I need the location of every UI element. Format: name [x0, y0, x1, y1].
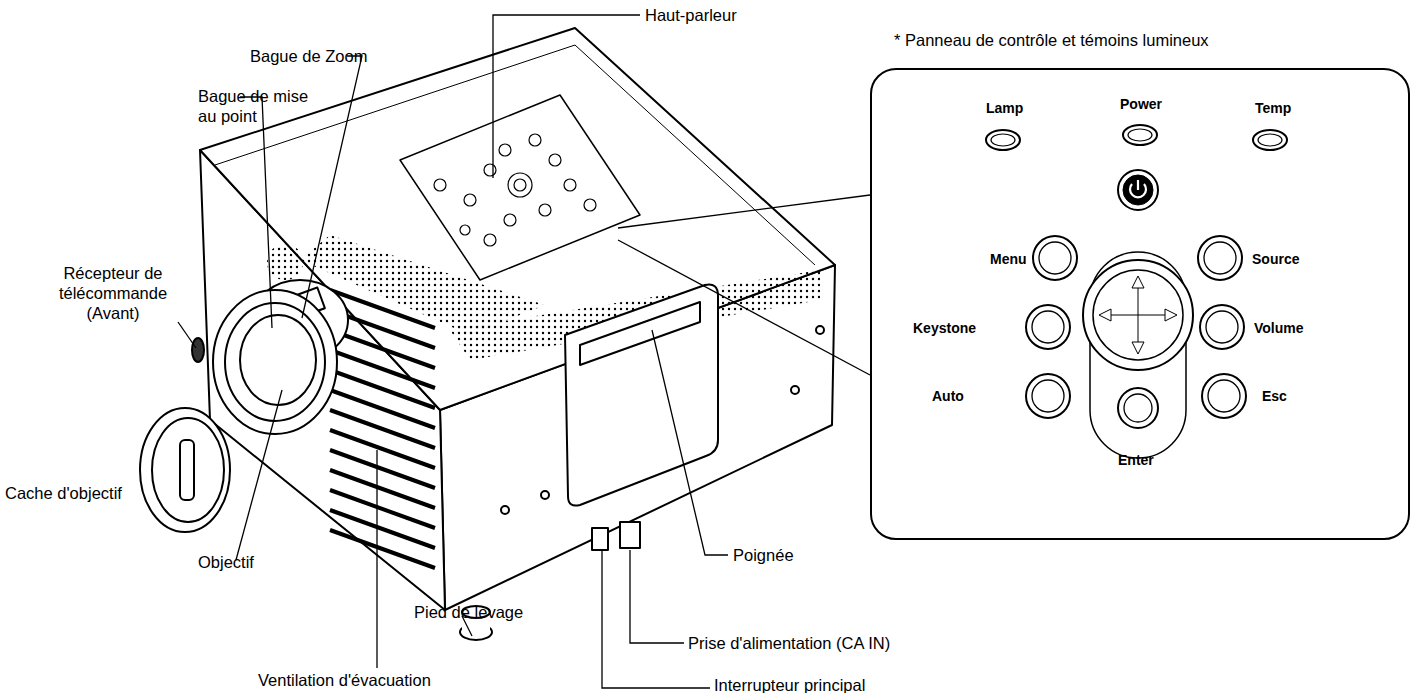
part-label: Interrupteur principal [714, 675, 865, 693]
part-label: Haut-parleur [645, 5, 737, 25]
lens-glass [240, 315, 316, 405]
button-label: Temp [1255, 100, 1291, 116]
button-label: Enter [1118, 452, 1154, 468]
leader-lines [178, 15, 870, 688]
part-label: Bague de mise au point [198, 86, 310, 126]
part-label: Bague de Zoom [250, 46, 367, 66]
part-label: Récepteur de télécommande (Avant) [48, 263, 178, 323]
lens-cap [140, 408, 230, 532]
control-panel-box: * Panneau de contrôle et témoins lumineu… [870, 68, 1410, 540]
main-switch [592, 528, 608, 550]
speaker [267, 244, 303, 280]
part-label: Cache d'objectif [5, 483, 122, 503]
top-panel [400, 95, 640, 280]
button-label: Auto [932, 388, 964, 404]
button-label: Lamp [986, 100, 1023, 116]
control-panel-art [986, 125, 1287, 458]
button-label: Keystone [913, 320, 976, 336]
panel-heading: * Panneau de contrôle et témoins lumineu… [894, 30, 1209, 50]
part-label: Ventilation d'évacuation [258, 670, 431, 690]
part-label: Objectif [198, 552, 254, 572]
lens-cap-inner [152, 418, 224, 522]
top-face [200, 28, 835, 410]
button-label: Volume [1254, 320, 1304, 336]
power-socket [620, 522, 640, 548]
ir-receiver [192, 338, 204, 362]
button-label: Menu [990, 251, 1027, 267]
part-label: Prise d'alimentation (CA IN) [688, 633, 890, 653]
button-label: Power [1120, 96, 1162, 112]
part-label: Pied de levage [414, 602, 523, 622]
button-label: Esc [1262, 388, 1287, 404]
lens-barrel [213, 290, 337, 434]
part-label: Poignée [733, 545, 794, 565]
lens-ring [225, 303, 325, 421]
lens-cap-grip [180, 440, 194, 500]
button-label: Source [1252, 251, 1299, 267]
handle-recess [565, 284, 718, 505]
handle-grip [580, 302, 700, 365]
